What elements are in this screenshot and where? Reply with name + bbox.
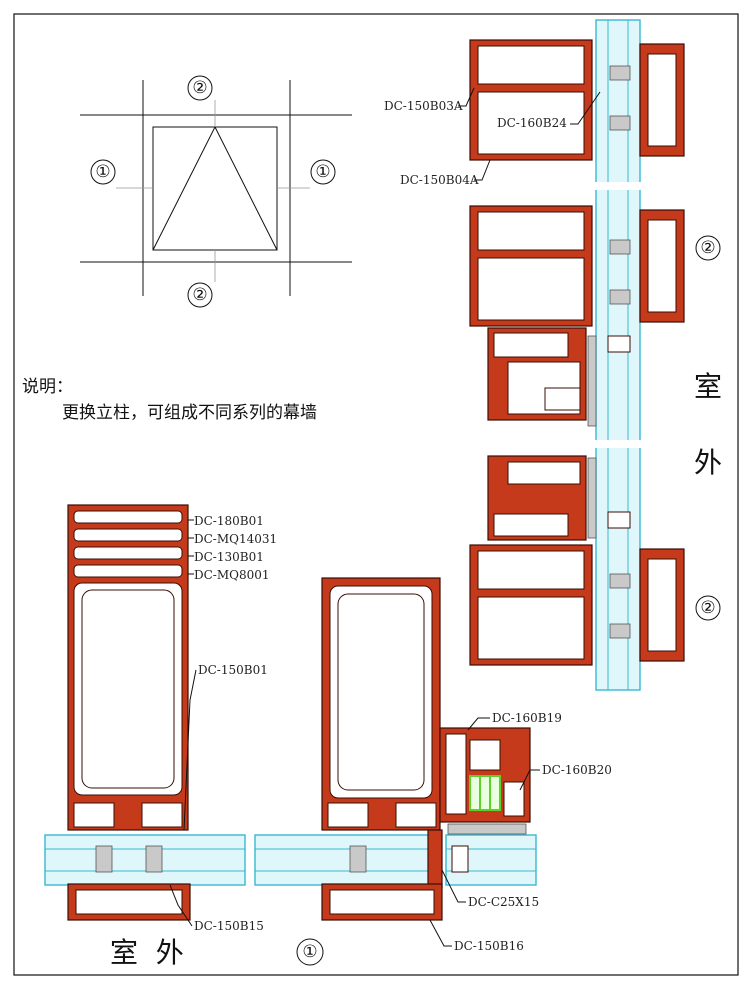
label-dc-150b16: DC-150B16 <box>454 939 524 953</box>
marker-left: ① <box>95 162 110 182</box>
grid-diagram: ② ① ① ② <box>80 75 352 308</box>
label-dc-mq8001: DC-MQ8001 <box>194 568 270 582</box>
drawing-border <box>13 13 739 976</box>
marker-1-bottom: ① <box>302 942 317 962</box>
insulator-strip <box>469 775 501 811</box>
outside-text-2: 外 <box>694 446 722 479</box>
label-dc-150b03a: DC-150B03A <box>384 99 463 113</box>
marker-bottom: ② <box>192 285 207 305</box>
label-dc-150b04a: DC-150B04A <box>400 173 479 187</box>
marker-top: ② <box>192 78 207 98</box>
label-dc-c25x15: DC-C25X15 <box>468 895 539 909</box>
marker-2-lower: ② <box>700 598 715 618</box>
label-dc-150b15: DC-150B15 <box>194 919 264 933</box>
bottom-left-mullion: DC-180B01 DC-MQ14031 DC-130B01 DC-MQ8001… <box>44 504 277 969</box>
marker-circle <box>187 75 213 101</box>
label-dc-130b01: DC-130B01 <box>194 550 264 564</box>
outside-text-1: 室 <box>694 370 722 403</box>
label-dc-180b01: DC-180B01 <box>194 514 264 528</box>
marker-right: ① <box>315 162 330 182</box>
opening-triangle <box>152 125 278 251</box>
window-frame <box>152 126 278 251</box>
note-label: 说明： <box>22 377 73 397</box>
marker-2-upper: ② <box>700 238 715 258</box>
label-dc-mq14031: DC-MQ14031 <box>194 532 277 546</box>
note-text: 更换立柱，可组成不同系列的幕墙 <box>62 403 317 423</box>
label-dc-160b24: DC-160B24 <box>497 116 567 130</box>
label-dc-160b19: DC-160B19 <box>492 711 562 725</box>
outside-text: 室 外 <box>110 936 184 969</box>
right-section: DC-150B03A DC-160B24 DC-150B04A ② ② 室 外 <box>384 19 722 691</box>
label-dc-160b20: DC-160B20 <box>542 763 612 777</box>
bottom-middle-mullion: DC-160B19 DC-160B20 DC-C25X15 DC-150B16 … <box>254 577 612 966</box>
label-dc-150b01: DC-150B01 <box>198 663 268 677</box>
